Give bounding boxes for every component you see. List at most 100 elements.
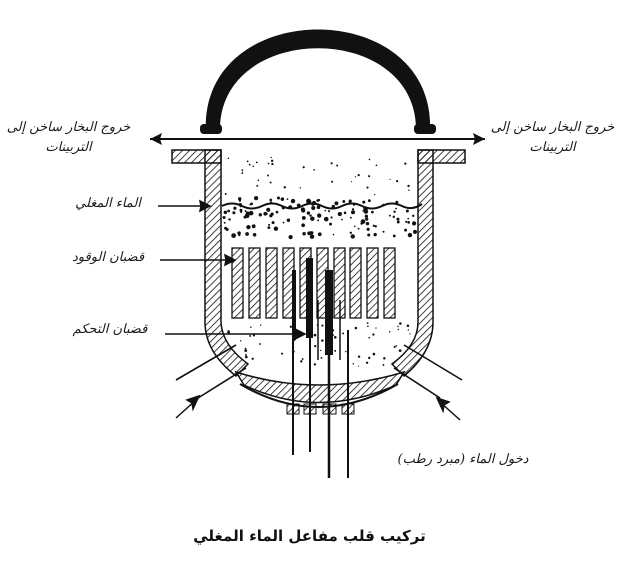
steam-bubble: [267, 226, 270, 229]
steam-bubble: [366, 227, 370, 231]
steam-bubble: [389, 178, 391, 181]
steam-bubble: [395, 207, 397, 210]
water-particle: [320, 349, 322, 352]
steam-bubble: [283, 186, 286, 189]
water-particle: [251, 357, 254, 360]
steam-bubble: [332, 233, 335, 236]
steam-bubble: [316, 199, 320, 202]
steam-bubble: [309, 234, 315, 239]
steam-bubble: [309, 214, 312, 217]
control-rod-group: [286, 258, 355, 478]
steam-bubble: [307, 231, 312, 236]
steam-bubble: [388, 214, 391, 217]
steam-bubble: [263, 211, 268, 216]
steam-bubble: [222, 215, 226, 220]
water-particle: [314, 344, 317, 348]
water-particle: [368, 356, 371, 359]
steam-bubble: [375, 164, 378, 167]
steam-bubble: [407, 184, 410, 188]
water-particle: [365, 361, 369, 364]
steam-bubble: [280, 197, 285, 201]
steam-bubble: [245, 211, 250, 216]
arrow-boiling-icon: [198, 199, 212, 213]
steam-bubble: [223, 210, 228, 215]
water-particle: [244, 355, 248, 359]
steam-bubble: [393, 210, 396, 213]
steam-bubble: [269, 198, 273, 202]
steam-bubble: [248, 210, 254, 216]
fuel-rod: [231, 247, 244, 319]
water-particle: [406, 324, 410, 327]
steam-bubble: [271, 162, 274, 166]
steam-bubble: [404, 228, 408, 232]
water-particle: [281, 352, 284, 355]
water-particle: [342, 332, 345, 335]
steam-bubble: [301, 208, 306, 213]
steam-bubble: [349, 216, 352, 219]
water-particle: [357, 355, 361, 358]
steam-bubble: [343, 211, 347, 215]
water-particle: [395, 345, 398, 347]
water-particle: [397, 328, 400, 331]
steam-bubble: [367, 199, 371, 203]
steam-bubble: [405, 209, 409, 213]
steam-bubble: [362, 209, 365, 212]
steam-bubble: [392, 234, 396, 238]
steam-bubble: [366, 186, 369, 189]
vessel-bottom-head: [234, 370, 406, 404]
water-particle: [289, 325, 293, 328]
water-particle: [313, 363, 317, 366]
water-particle: [367, 325, 369, 328]
water-particle: [372, 352, 376, 356]
steam-bubble: [405, 149, 407, 151]
steam-bubble: [258, 213, 262, 217]
steam-bubble: [266, 207, 271, 212]
steam-bubble: [331, 180, 334, 183]
steam-bubble: [306, 198, 311, 204]
water-particle: [368, 336, 371, 339]
steam-bubble: [288, 234, 293, 240]
drive-housing: [303, 403, 317, 415]
steam-bubble: [327, 210, 331, 213]
steam-bubble: [286, 198, 289, 200]
steam-bubble: [249, 150, 251, 152]
steam-bubble: [270, 212, 274, 216]
steam-bubble: [360, 219, 366, 224]
steam-bubble: [405, 220, 408, 223]
fuel-rod: [383, 247, 396, 319]
steam-bubble: [255, 161, 258, 164]
steam-bubble: [224, 193, 227, 196]
arrow-fuel-icon: [223, 253, 237, 267]
inlet-pipe-left: [175, 344, 237, 381]
water-particle: [258, 343, 261, 345]
steam-bubble: [301, 223, 305, 228]
steam-bubble: [241, 169, 244, 171]
inlet-pipe-right: [403, 344, 463, 381]
label-boiling-water: الماء المغلي: [75, 196, 141, 211]
steam-bubble: [246, 160, 249, 163]
steam-bubble: [404, 162, 407, 165]
water-particle: [375, 327, 377, 329]
steam-bubble: [273, 226, 279, 231]
water-particle: [352, 363, 354, 365]
steam-bubble: [310, 216, 315, 221]
steam-bubble: [372, 224, 375, 227]
water-particle: [399, 322, 402, 325]
steam-bubble: [317, 232, 322, 237]
steam-bubble: [413, 229, 418, 234]
water-particle: [244, 349, 248, 353]
steam-bubble: [223, 221, 226, 224]
steam-bubble: [396, 220, 400, 224]
water-particle: [300, 360, 303, 363]
steam-bubble: [371, 210, 374, 214]
water-particle: [393, 345, 396, 348]
steam-bubble: [240, 211, 243, 214]
steam-bubble: [270, 159, 274, 162]
steam-bubble: [342, 200, 346, 203]
steam-bubble: [237, 231, 241, 235]
leader-arrows: [158, 199, 461, 421]
steam-bubble: [354, 176, 357, 178]
water-particle: [244, 347, 247, 350]
steam-bubble: [392, 215, 395, 219]
